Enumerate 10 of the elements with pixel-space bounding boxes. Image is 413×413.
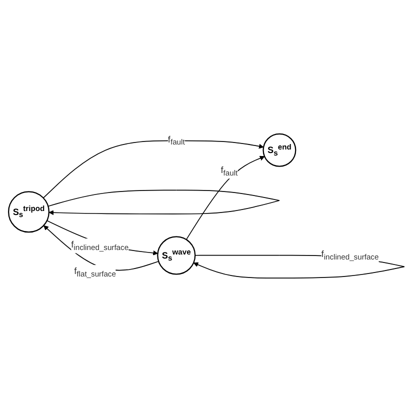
arrow	[43, 225, 160, 271]
arrow	[48, 190, 280, 216]
edge-label: f$_{flat_surface}$	[74, 266, 116, 278]
arrow	[46, 220, 158, 256]
edge-label: f$_{inclined_surface}$	[71, 240, 129, 252]
arrow	[42, 140, 264, 198]
arrow	[186, 156, 265, 240]
edge-label: f$_{fault}$	[220, 166, 238, 178]
edge-label: f$_{fault}$	[168, 134, 185, 146]
edge-label: f$_{inclined_surface}$	[321, 250, 379, 262]
